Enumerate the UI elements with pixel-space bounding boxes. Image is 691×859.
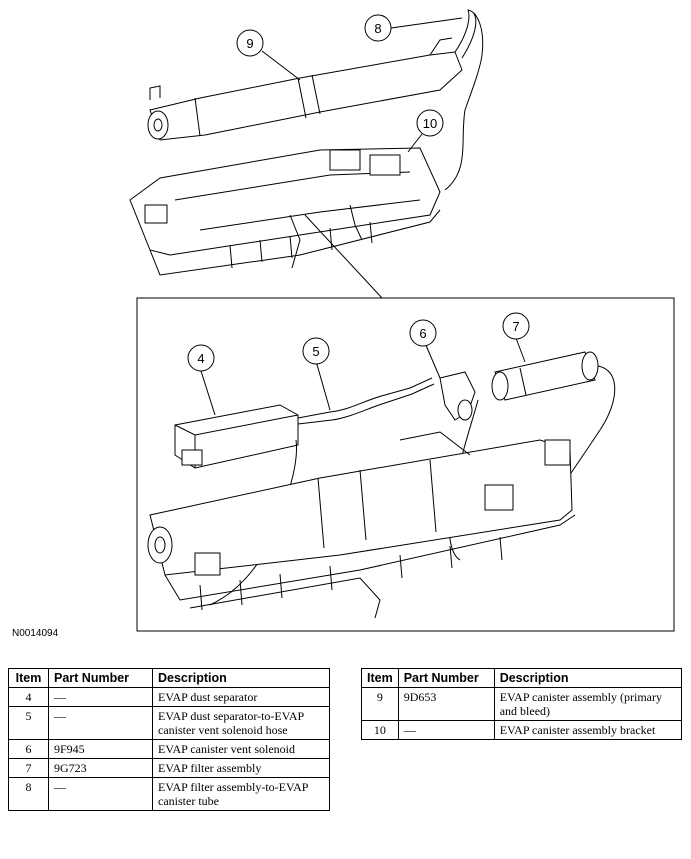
cell-part-number: —	[397, 720, 495, 740]
figure-id: N0014094	[12, 628, 59, 639]
callout-5: 5	[302, 337, 330, 365]
header-item: Item	[361, 668, 399, 688]
cell-item: 6	[8, 739, 49, 759]
exploded-view-illustration: 9 8 10 4 5 6 7	[129, 9, 675, 632]
table-header-row: Item Part Number Description	[8, 668, 330, 688]
svg-text:9: 9	[246, 36, 253, 51]
table-row: 4 — EVAP dust separator	[8, 687, 330, 707]
table-row: 6 9F945 EVAP canister vent solenoid	[8, 739, 330, 759]
cell-item: 8	[8, 777, 49, 811]
header-part-number: Part Number	[397, 668, 495, 688]
cell-description: EVAP canister vent solenoid	[152, 739, 330, 759]
callout-6: 6	[409, 319, 437, 347]
cell-description: EVAP canister assembly (primary and blee…	[493, 687, 683, 721]
svg-text:4: 4	[197, 351, 204, 366]
cell-part-number: 9G723	[48, 758, 153, 778]
callout-10: 10	[416, 109, 444, 137]
parts-table-right: Item Part Number Description 9 9D653 EVA…	[361, 668, 683, 740]
cell-part-number: —	[48, 706, 153, 740]
cell-description: EVAP dust separator-to-EVAP canister ven…	[152, 706, 330, 740]
callout-9: 9	[236, 29, 264, 57]
svg-text:8: 8	[374, 21, 381, 36]
callout-8: 8	[364, 14, 392, 42]
detail-view-frame	[136, 297, 675, 632]
cell-part-number: 9F945	[48, 739, 153, 759]
canister-assembly-upper	[129, 9, 484, 276]
cell-description: EVAP filter assembly	[152, 758, 330, 778]
svg-text:7: 7	[512, 319, 519, 334]
callout-4: 4	[187, 344, 215, 372]
svg-text:10: 10	[423, 116, 437, 131]
cell-part-number: 9D653	[397, 687, 495, 721]
header-description: Description	[493, 668, 683, 688]
svg-text:5: 5	[312, 344, 319, 359]
callout-7: 7	[502, 312, 530, 340]
cell-description: EVAP dust separator	[152, 687, 330, 707]
header-part-number: Part Number	[48, 668, 153, 688]
table-row: 9 9D653 EVAP canister assembly (primary …	[361, 687, 683, 721]
header-description: Description	[152, 668, 330, 688]
cell-item: 5	[8, 706, 49, 740]
parts-table-left: Item Part Number Description 4 — EVAP du…	[8, 668, 330, 811]
cell-item: 10	[361, 720, 399, 740]
cell-description: EVAP canister assembly bracket	[493, 720, 683, 740]
canister-assembly-detail	[147, 351, 616, 619]
cell-description: EVAP filter assembly-to-EVAP canister tu…	[152, 777, 330, 811]
cell-item: 4	[8, 687, 49, 707]
table-row: 5 — EVAP dust separator-to-EVAP canister…	[8, 706, 330, 740]
callout-leaders	[200, 17, 526, 416]
table-header-row: Item Part Number Description	[361, 668, 683, 688]
header-item: Item	[8, 668, 49, 688]
cell-part-number: —	[48, 777, 153, 811]
cell-item: 7	[8, 758, 49, 778]
table-row: 10 — EVAP canister assembly bracket	[361, 720, 683, 740]
cell-item: 9	[361, 687, 399, 721]
table-row: 8 — EVAP filter assembly-to-EVAP caniste…	[8, 777, 330, 811]
svg-text:6: 6	[419, 326, 426, 341]
table-row: 7 9G723 EVAP filter assembly	[8, 758, 330, 778]
cell-part-number: —	[48, 687, 153, 707]
